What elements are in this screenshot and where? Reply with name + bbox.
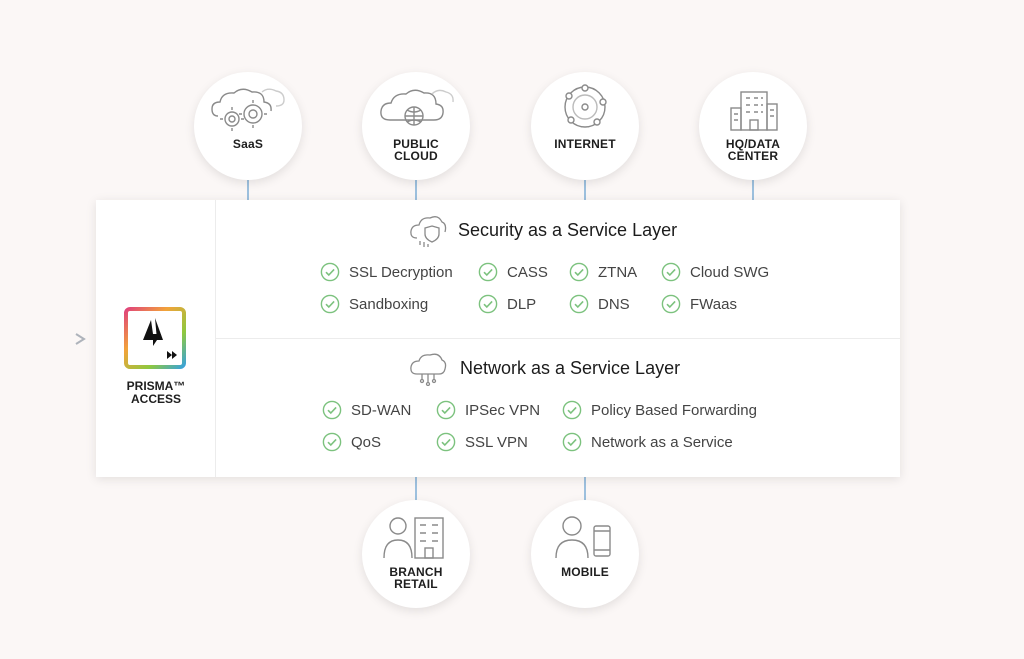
service-item-label: Sandboxing xyxy=(349,295,429,313)
saas-cloud-gears-icon xyxy=(211,88,285,131)
endpoint-hq: HQ/DATA CENTER xyxy=(699,72,807,180)
service-item-label: SD-WAN xyxy=(351,401,412,419)
security-layer-title: Security as a Service Layer xyxy=(458,220,678,240)
check-circle-icon xyxy=(661,262,681,282)
service-item: SD-WAN xyxy=(322,400,411,420)
endpoint-label: BRANCH RETAIL xyxy=(389,566,442,590)
connector-saas xyxy=(247,180,249,201)
check-circle-icon xyxy=(569,294,589,314)
service-item: SSL VPN xyxy=(436,432,528,452)
connector-internet xyxy=(584,180,586,201)
service-item-label: QoS xyxy=(351,433,382,451)
endpoint-label-line: RETAIL xyxy=(394,577,438,591)
service-item: IPSec VPN xyxy=(436,400,540,420)
check-circle-icon xyxy=(562,400,582,420)
endpoint-label-line: HQ/DATA xyxy=(725,137,781,151)
network-cloud-icon xyxy=(410,353,447,386)
service-item-label: Network as a Service xyxy=(591,433,733,451)
service-item: Cloud SWG xyxy=(661,262,769,282)
check-circle-icon xyxy=(562,432,582,452)
endpoint-label: INTERNET xyxy=(554,137,616,151)
prisma-access-label: PRISMA™ ACCESS xyxy=(110,380,202,406)
check-circle-icon xyxy=(661,294,681,314)
check-circle-icon xyxy=(322,400,342,420)
public-cloud-icon xyxy=(380,89,454,126)
branch-user-building-icon xyxy=(383,517,444,559)
service-item: DNS xyxy=(569,294,630,314)
service-item: DLP xyxy=(478,294,536,314)
service-item: CASS xyxy=(478,262,548,282)
service-item-label: FWaas xyxy=(690,295,737,313)
endpoint-label-line: CLOUD xyxy=(394,149,438,163)
service-item: Policy Based Forwarding xyxy=(562,400,757,420)
check-circle-icon xyxy=(320,262,340,282)
endpoint-label: HQ/DATA CENTER xyxy=(726,138,780,162)
security-cloud-shield-icon xyxy=(410,216,447,247)
check-circle-icon xyxy=(320,294,340,314)
check-circle-icon xyxy=(436,400,456,420)
internet-network-icon xyxy=(564,84,607,128)
service-item-label: IPSec VPN xyxy=(465,401,541,419)
check-circle-icon xyxy=(478,262,498,282)
endpoint-mobile: MOBILE xyxy=(531,500,639,608)
service-item: Network as a Service xyxy=(562,432,733,452)
endpoint-label-line: BRANCH xyxy=(389,565,443,579)
service-item-label: DLP xyxy=(507,295,537,313)
endpoint-label-line: CENTER xyxy=(727,149,779,163)
check-circle-icon xyxy=(478,294,498,314)
service-item-label: SSL VPN xyxy=(465,433,528,451)
endpoint-label: MOBILE xyxy=(561,565,609,579)
check-circle-icon xyxy=(322,432,342,452)
service-item: FWaas xyxy=(661,294,737,314)
endpoint-saas: SaaS xyxy=(194,72,302,180)
service-item: Sandboxing xyxy=(320,294,428,314)
service-item: QoS xyxy=(322,432,381,452)
prisma-label-line: PRISMA™ xyxy=(126,379,186,393)
connector-mobile xyxy=(584,477,586,501)
prisma-label-line: ACCESS xyxy=(130,392,181,406)
endpoint-public-cloud: PUBLIC CLOUD xyxy=(362,72,470,180)
service-item-label: Cloud SWG xyxy=(690,263,770,281)
connector-branch xyxy=(415,477,417,501)
check-circle-icon xyxy=(436,432,456,452)
connector-hq xyxy=(752,180,754,201)
service-item-label: ZTNA xyxy=(598,263,638,281)
service-item-label: CASS xyxy=(507,263,548,281)
service-item-label: Policy Based Forwarding xyxy=(591,401,757,419)
inbound-arrow xyxy=(14,333,86,345)
network-layer-title: Network as a Service Layer xyxy=(460,358,681,378)
service-item-label: SSL Decryption xyxy=(349,263,453,281)
check-circle-icon xyxy=(569,262,589,282)
service-item: SSL Decryption xyxy=(320,262,453,282)
panel-divider-vertical xyxy=(215,200,216,477)
mobile-user-phone-icon xyxy=(555,516,611,559)
prisma-access-panel: PRISMA™ ACCESS Security as a Service Lay… xyxy=(96,200,900,477)
endpoint-branch: BRANCH RETAIL xyxy=(362,500,470,608)
service-item-label: DNS xyxy=(598,295,630,313)
endpoint-internet: INTERNET xyxy=(531,72,639,180)
building-icon xyxy=(730,91,778,131)
service-item: ZTNA xyxy=(569,262,637,282)
prisma-access-logo-icon xyxy=(124,307,186,369)
endpoint-label: PUBLIC CLOUD xyxy=(393,138,439,162)
panel-divider-horizontal xyxy=(216,338,900,339)
endpoint-label-line: PUBLIC xyxy=(393,137,439,151)
connector-public-cloud xyxy=(415,180,417,201)
endpoint-label: SaaS xyxy=(232,137,264,151)
